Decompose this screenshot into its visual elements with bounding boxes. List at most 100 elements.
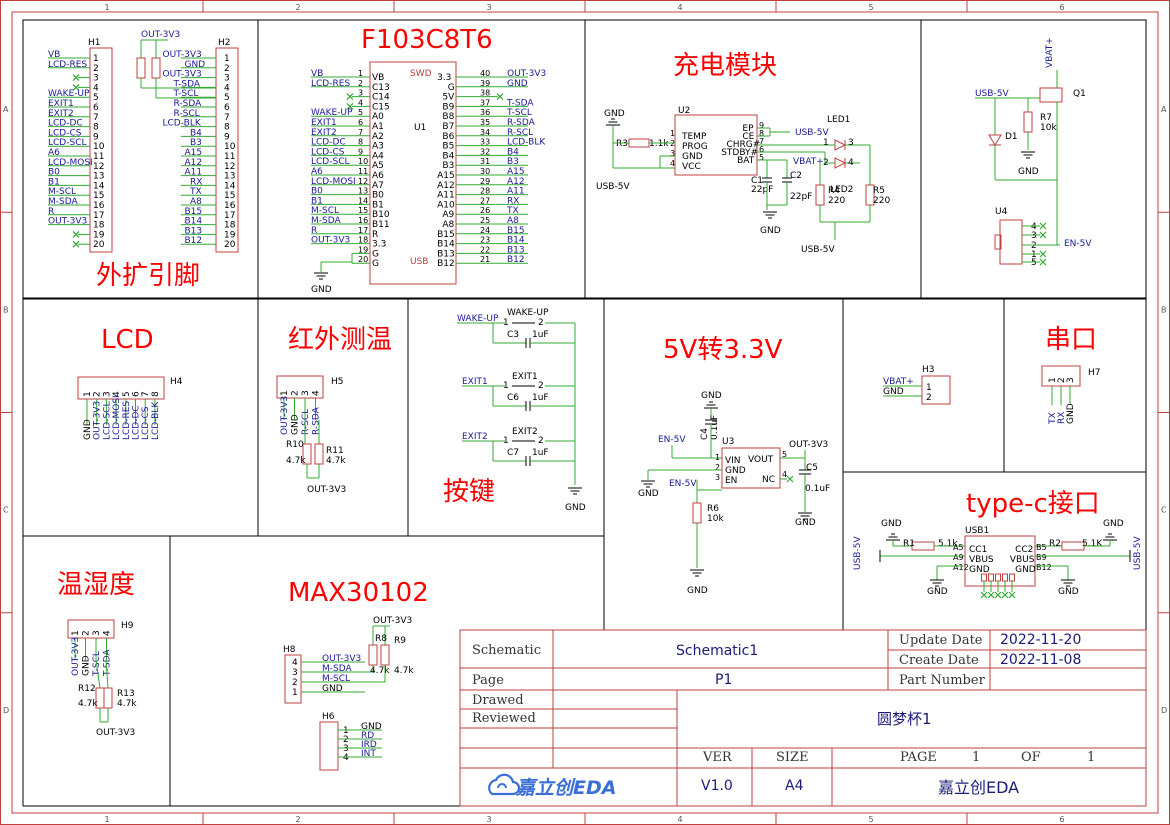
svg-text:OF: OF	[1021, 750, 1041, 765]
pin-number: 16	[93, 201, 105, 211]
svg-text:GND: GND	[883, 387, 904, 397]
svg-text:R1: R1	[903, 539, 915, 549]
logo-text: 嘉立创EDA	[515, 777, 616, 799]
pin-number: 17	[93, 211, 104, 221]
pin-number: B5	[1036, 543, 1047, 552]
pin-name: CHRG#	[727, 140, 761, 150]
svg-text:OUT-3V3: OUT-3V3	[373, 616, 412, 626]
svg-text:10k: 10k	[1040, 123, 1057, 133]
pin-number: 3	[224, 74, 230, 84]
section-title-lcd: LCD	[101, 325, 154, 355]
net-label: OUT-3V3	[163, 70, 202, 80]
pin-name: A10	[437, 200, 455, 210]
net-label: LCD-SCL	[311, 157, 350, 167]
svg-text:LED1: LED1	[827, 115, 850, 125]
pin-name: B9	[442, 102, 454, 112]
pin-number: 36	[480, 108, 490, 117]
pin-name: 5V	[442, 93, 455, 103]
net-label: LCD-MOSI	[112, 395, 122, 440]
pin-name: VBUS	[969, 555, 994, 565]
svg-text:1: 1	[823, 138, 829, 148]
net-label: A15	[507, 167, 525, 177]
net-label: LCD-CS	[311, 147, 345, 157]
ruler-row-label: C	[1161, 506, 1167, 515]
pin-number: 25	[480, 216, 490, 225]
pin-number: 7	[93, 113, 99, 123]
pin-number: 14	[224, 181, 236, 191]
net-label: LCD-CS	[141, 406, 151, 440]
svg-text:USB-5V: USB-5V	[853, 536, 863, 570]
svg-text:R7: R7	[1040, 113, 1052, 123]
pin-number: 3	[343, 744, 349, 754]
net-label: LCD-RES	[311, 79, 350, 89]
svg-text:R10: R10	[286, 440, 304, 450]
svg-text:LED2: LED2	[830, 185, 853, 195]
net-label: M-SCL	[322, 674, 350, 684]
svg-text:R12: R12	[78, 684, 96, 694]
section-title-uart: 串口	[1045, 325, 1097, 355]
svg-text:Drawed: Drawed	[472, 693, 524, 708]
svg-text:R4: R4	[828, 186, 840, 196]
pin-number: 8	[224, 123, 230, 133]
pin-number: 4	[224, 83, 230, 93]
pin-number: 6	[358, 118, 363, 127]
pin-number: 1	[224, 54, 230, 64]
pin-name: VIN	[725, 456, 741, 466]
pin-name: GND	[682, 152, 703, 162]
svg-text:22pF: 22pF	[790, 192, 812, 202]
svg-text:U1: U1	[414, 123, 426, 133]
battery-h3: H3 VBAT+ GND 1 2	[883, 365, 951, 405]
svg-text:GND: GND	[687, 586, 708, 596]
net-label: LCD-SCL	[48, 138, 87, 148]
svg-text:4.7k: 4.7k	[78, 699, 98, 709]
svg-text:VBAT+: VBAT+	[883, 377, 914, 387]
pin-name: CC1	[969, 545, 987, 555]
net-label: GND	[507, 79, 528, 89]
svg-text:R6: R6	[707, 504, 719, 514]
net-label: B3	[507, 157, 519, 167]
svg-text:GND: GND	[881, 519, 902, 529]
svg-text:Create Date: Create Date	[899, 653, 979, 668]
net-label: LCD-BLK	[163, 119, 202, 129]
pin-number: 3	[1066, 377, 1076, 383]
net-label: R-SDA	[312, 406, 322, 435]
pin-number: 1	[715, 453, 720, 462]
pin-name: CE	[742, 132, 754, 142]
pin-number: 2	[538, 318, 544, 328]
pin-name: VB	[372, 73, 384, 83]
svg-text:R5: R5	[873, 186, 885, 196]
svg-text:OUT-3V3: OUT-3V3	[789, 440, 828, 450]
switch-label: EXIT2	[512, 427, 538, 437]
net-label: OUT-3V3	[48, 217, 87, 227]
pin-number: 7	[358, 128, 363, 137]
svg-text:1: 1	[972, 750, 980, 765]
svg-text:SIZE: SIZE	[776, 750, 809, 765]
svg-text:220: 220	[828, 196, 845, 206]
pin-number: 5	[782, 450, 787, 459]
pin-number: 5	[759, 153, 764, 162]
net-label: OUT-3V3	[322, 654, 361, 664]
net-label: A6	[48, 148, 60, 158]
svg-text:GND: GND	[1018, 167, 1039, 177]
svg-text:Schematic: Schematic	[472, 643, 541, 658]
svg-text:H7: H7	[1088, 368, 1101, 378]
net-label: T-SCL	[506, 108, 532, 118]
svg-text:5.1k: 5.1k	[938, 539, 958, 549]
net-label: T-SDA	[173, 79, 201, 89]
svg-text:Reviewed: Reviewed	[472, 711, 536, 726]
pin-number: 4	[782, 470, 787, 479]
net-label: OUT-3V3	[71, 637, 81, 676]
svg-text:U2: U2	[678, 106, 690, 116]
pin-number: 31	[480, 157, 490, 166]
ruler-column-label: 3	[487, 815, 492, 824]
net-label: R-SCL	[174, 109, 200, 119]
ruler-column-label: 4	[678, 3, 683, 12]
pin-number: 3	[301, 390, 311, 396]
net-label: LCD-DC	[48, 119, 83, 129]
mcu-u1: SWD U1 USB VB1VBC132LCD-RESC143C154A05WA…	[311, 61, 546, 295]
pin-number: 16	[358, 216, 368, 225]
pin-number: 6	[759, 145, 764, 154]
pin-number: 32	[480, 147, 490, 156]
